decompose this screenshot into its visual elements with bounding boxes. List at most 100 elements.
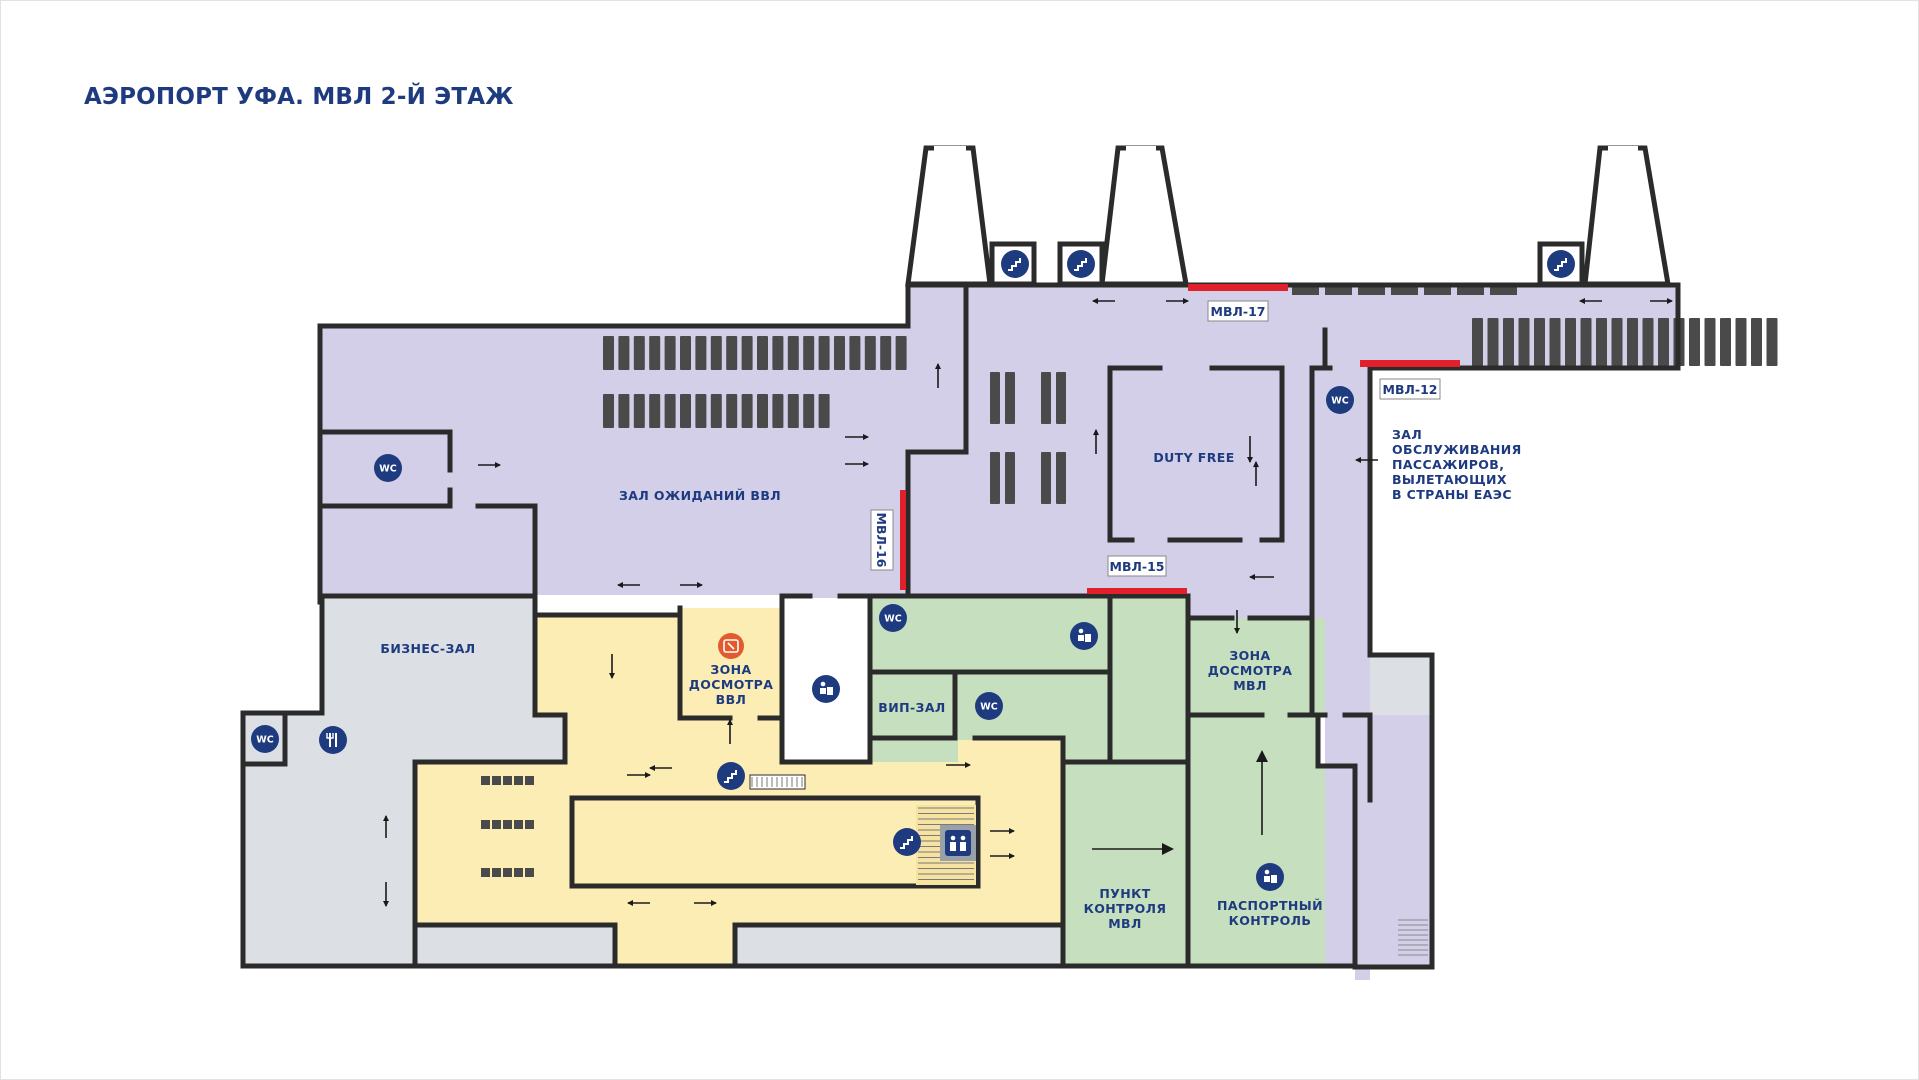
seat xyxy=(1534,318,1545,366)
seat xyxy=(741,336,753,370)
stairs-icon[interactable] xyxy=(1067,250,1095,278)
seat xyxy=(757,336,768,370)
seat xyxy=(803,336,815,370)
seat xyxy=(1457,287,1484,295)
seat xyxy=(695,336,707,370)
seat xyxy=(525,868,534,877)
wc-icon[interactable]: WC xyxy=(975,692,1003,720)
seat xyxy=(1041,372,1051,424)
seat xyxy=(664,336,676,370)
svg-text:МВЛ-16: МВЛ-16 xyxy=(874,513,889,568)
seat xyxy=(680,336,691,370)
seat xyxy=(633,336,645,370)
label-eaeu-1: ЗАЛ xyxy=(1392,427,1422,442)
seat xyxy=(481,776,490,785)
seat xyxy=(710,336,722,370)
seat xyxy=(1658,318,1669,366)
seating xyxy=(481,287,1778,877)
seat xyxy=(695,394,707,428)
info-desk-icon[interactable] xyxy=(1256,863,1284,891)
seat xyxy=(1056,452,1066,504)
stairs-icon[interactable] xyxy=(1547,250,1575,278)
zone-waiting-hall xyxy=(320,285,1678,980)
security-scan-icon[interactable] xyxy=(718,633,744,659)
seat xyxy=(1490,287,1517,295)
seat xyxy=(710,394,722,428)
seat xyxy=(1735,318,1747,366)
info-desk-icon[interactable] xyxy=(1070,622,1098,650)
info-desk-icon[interactable] xyxy=(812,675,840,703)
seat xyxy=(1472,318,1483,366)
label-eaeu-5: В СТРАНЫ ЕАЭС xyxy=(1392,487,1512,502)
svg-text:МВЛ-12: МВЛ-12 xyxy=(1383,382,1438,397)
restaurant-icon[interactable] xyxy=(319,726,347,754)
stairs-icon[interactable] xyxy=(1001,250,1029,278)
seat xyxy=(1596,318,1607,366)
label-waiting-hall: ЗАЛ ОЖИДАНИЙ ВВЛ xyxy=(619,488,781,503)
gate-label-mvl-12[interactable]: МВЛ-12 xyxy=(1379,378,1441,400)
gate-label-mvl-15[interactable]: МВЛ-15 xyxy=(1107,555,1167,577)
seat xyxy=(525,776,534,785)
label-security-intl-1: ЗОНА xyxy=(1229,648,1270,663)
seat xyxy=(757,394,768,428)
seat xyxy=(492,868,501,877)
label-eaeu-4: ВЫЛЕТАЮЩИХ xyxy=(1392,472,1507,487)
stairs-icon[interactable] xyxy=(717,762,745,790)
page-title: АЭРОПОРТ УФА. МВЛ 2-Й ЭТАЖ xyxy=(84,84,514,110)
label-control-3: МВЛ xyxy=(1108,916,1142,931)
seat xyxy=(514,820,523,829)
seat xyxy=(514,776,523,785)
label-control-1: ПУНКТ xyxy=(1099,886,1150,901)
seat xyxy=(1720,318,1731,366)
seat xyxy=(1642,318,1654,366)
wc-icon[interactable]: WC xyxy=(251,725,279,753)
seat xyxy=(603,394,614,428)
label-security-intl-3: МВЛ xyxy=(1233,678,1267,693)
seat xyxy=(1005,372,1015,424)
seat xyxy=(492,776,501,785)
svg-text:WC: WC xyxy=(379,464,396,475)
seat xyxy=(818,394,830,428)
seat xyxy=(649,394,661,428)
seat xyxy=(772,394,784,428)
seat xyxy=(1503,318,1514,366)
seat xyxy=(1391,287,1418,295)
seat xyxy=(818,336,830,370)
seat xyxy=(1358,287,1385,295)
seat xyxy=(514,868,523,877)
label-security-domestic-1: ЗОНА xyxy=(710,662,751,677)
labels: ЗАЛ ОЖИДАНИЙ ВВЛ БИЗНЕС-ЗАЛ DUTY FREE ВИ… xyxy=(380,427,1521,931)
label-passport-2: КОНТРОЛЬ xyxy=(1229,913,1312,928)
seat xyxy=(990,452,1000,504)
seat xyxy=(618,394,630,428)
seat xyxy=(481,820,490,829)
label-security-domestic-2: ДОСМОТРА xyxy=(689,677,774,692)
svg-text:МВЛ-15: МВЛ-15 xyxy=(1110,559,1165,574)
seat xyxy=(1611,318,1623,366)
gate-label-mvl-17[interactable]: МВЛ-17 xyxy=(1207,300,1269,322)
label-business-hall: БИЗНЕС-ЗАЛ xyxy=(380,641,475,656)
seat xyxy=(726,336,738,370)
gate-label-mvl-16[interactable]: МВЛ-16 xyxy=(870,509,894,571)
gate-labels: МВЛ-17 МВЛ-12 МВЛ-16 МВЛ-15 xyxy=(870,300,1441,577)
wc-icon[interactable]: WC xyxy=(1326,386,1354,414)
elevator-icon[interactable] xyxy=(940,825,976,861)
seat xyxy=(1487,318,1499,366)
seat xyxy=(503,776,512,785)
seat xyxy=(1292,287,1319,295)
map-icons: WC WC WC WC WC xyxy=(251,250,1575,891)
seat xyxy=(834,336,845,370)
label-duty-free: DUTY FREE xyxy=(1153,450,1234,465)
seat xyxy=(1005,452,1015,504)
stairs-icon[interactable] xyxy=(893,828,921,856)
wc-icon[interactable]: WC xyxy=(374,454,402,482)
walls xyxy=(240,282,1681,970)
seat xyxy=(741,394,753,428)
seat xyxy=(726,394,738,428)
label-vip-hall: ВИП-ЗАЛ xyxy=(878,700,945,715)
seat xyxy=(787,336,799,370)
seat xyxy=(1041,452,1051,504)
wc-icon[interactable]: WC xyxy=(879,604,907,632)
seat xyxy=(1627,318,1638,366)
